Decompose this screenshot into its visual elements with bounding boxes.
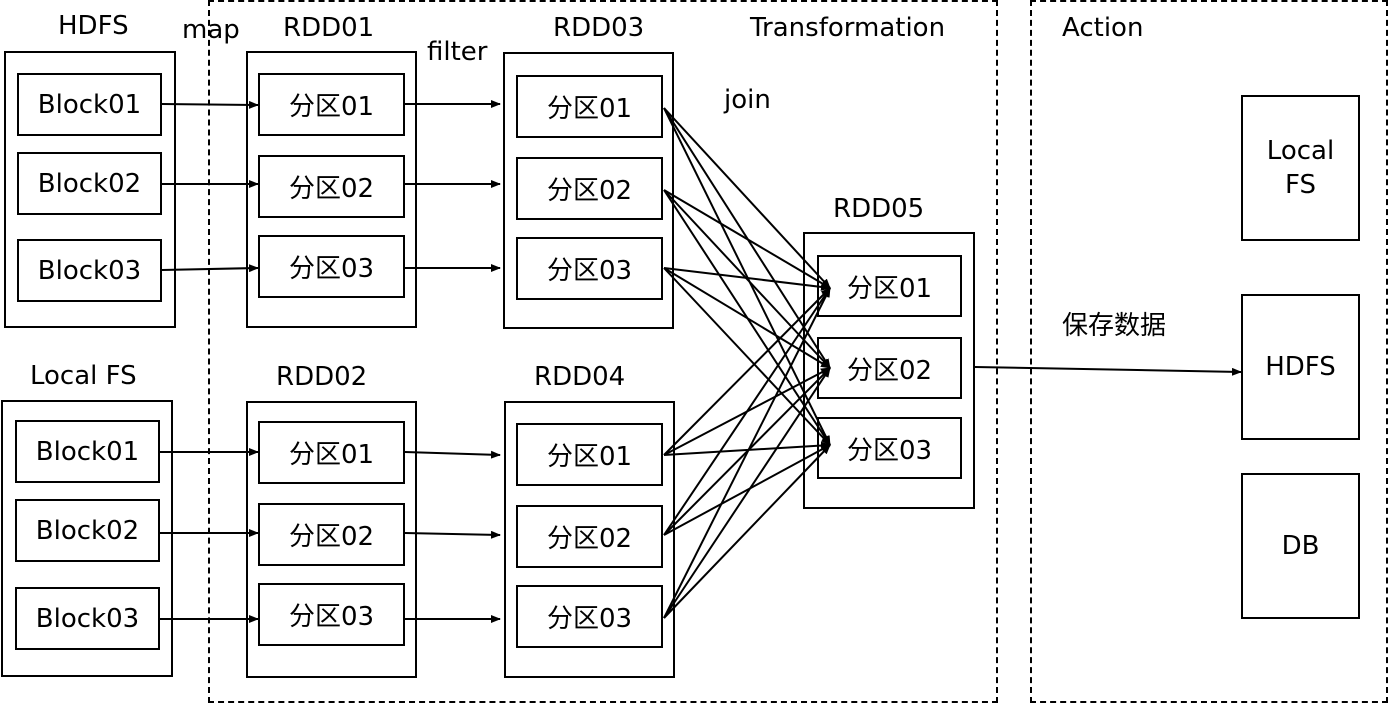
action-region bbox=[1030, 0, 1388, 703]
rdd03-partition-02: 分区02 bbox=[516, 157, 663, 220]
rdd01-partition-01: 分区01 bbox=[258, 73, 405, 136]
join-label: join bbox=[724, 85, 771, 115]
target-local-fs: Local FS bbox=[1241, 95, 1360, 241]
local-fs-block-03: Block03 bbox=[15, 587, 160, 650]
local-fs-source-title: Local FS bbox=[30, 361, 137, 391]
rdd02-partition-03: 分区03 bbox=[258, 583, 405, 646]
rdd01-partition-02: 分区02 bbox=[258, 155, 405, 218]
rdd04-partition-02: 分区02 bbox=[516, 505, 663, 568]
target-db: DB bbox=[1241, 473, 1360, 619]
rdd05-title: RDD05 bbox=[833, 194, 925, 224]
local-fs-block-02: Block02 bbox=[15, 499, 160, 562]
save-data-label: 保存数据 bbox=[1062, 311, 1167, 341]
rdd04-partition-01: 分区01 bbox=[516, 423, 663, 486]
rdd03-partition-03: 分区03 bbox=[516, 237, 663, 300]
rdd03-title: RDD03 bbox=[553, 13, 645, 43]
rdd04-partition-03: 分区03 bbox=[516, 585, 663, 648]
rdd04-title: RDD04 bbox=[534, 362, 626, 392]
map-label: map bbox=[182, 15, 240, 45]
transformation-region bbox=[208, 0, 998, 703]
rdd01-partition-03: 分区03 bbox=[258, 235, 405, 298]
hdfs-block-02: Block02 bbox=[17, 152, 162, 215]
hdfs-source-title: HDFS bbox=[58, 11, 129, 41]
rdd02-partition-02: 分区02 bbox=[258, 503, 405, 566]
target-hdfs: HDFS bbox=[1241, 294, 1360, 440]
rdd05-partition-02: 分区02 bbox=[817, 337, 962, 399]
rdd02-title: RDD02 bbox=[276, 362, 368, 392]
rdd02-partition-01: 分区01 bbox=[258, 421, 405, 484]
action-label: Action bbox=[1062, 13, 1144, 43]
rdd03-partition-01: 分区01 bbox=[516, 75, 663, 138]
transformation-label: Transformation bbox=[750, 13, 946, 43]
rdd01-title: RDD01 bbox=[283, 13, 375, 43]
local-fs-block-01: Block01 bbox=[15, 420, 160, 483]
hdfs-block-03: Block03 bbox=[17, 239, 162, 302]
filter-label: filter bbox=[427, 37, 488, 67]
rdd05-partition-01: 分区01 bbox=[817, 255, 962, 317]
rdd05-partition-03: 分区03 bbox=[817, 417, 962, 479]
hdfs-block-01: Block01 bbox=[17, 73, 162, 136]
